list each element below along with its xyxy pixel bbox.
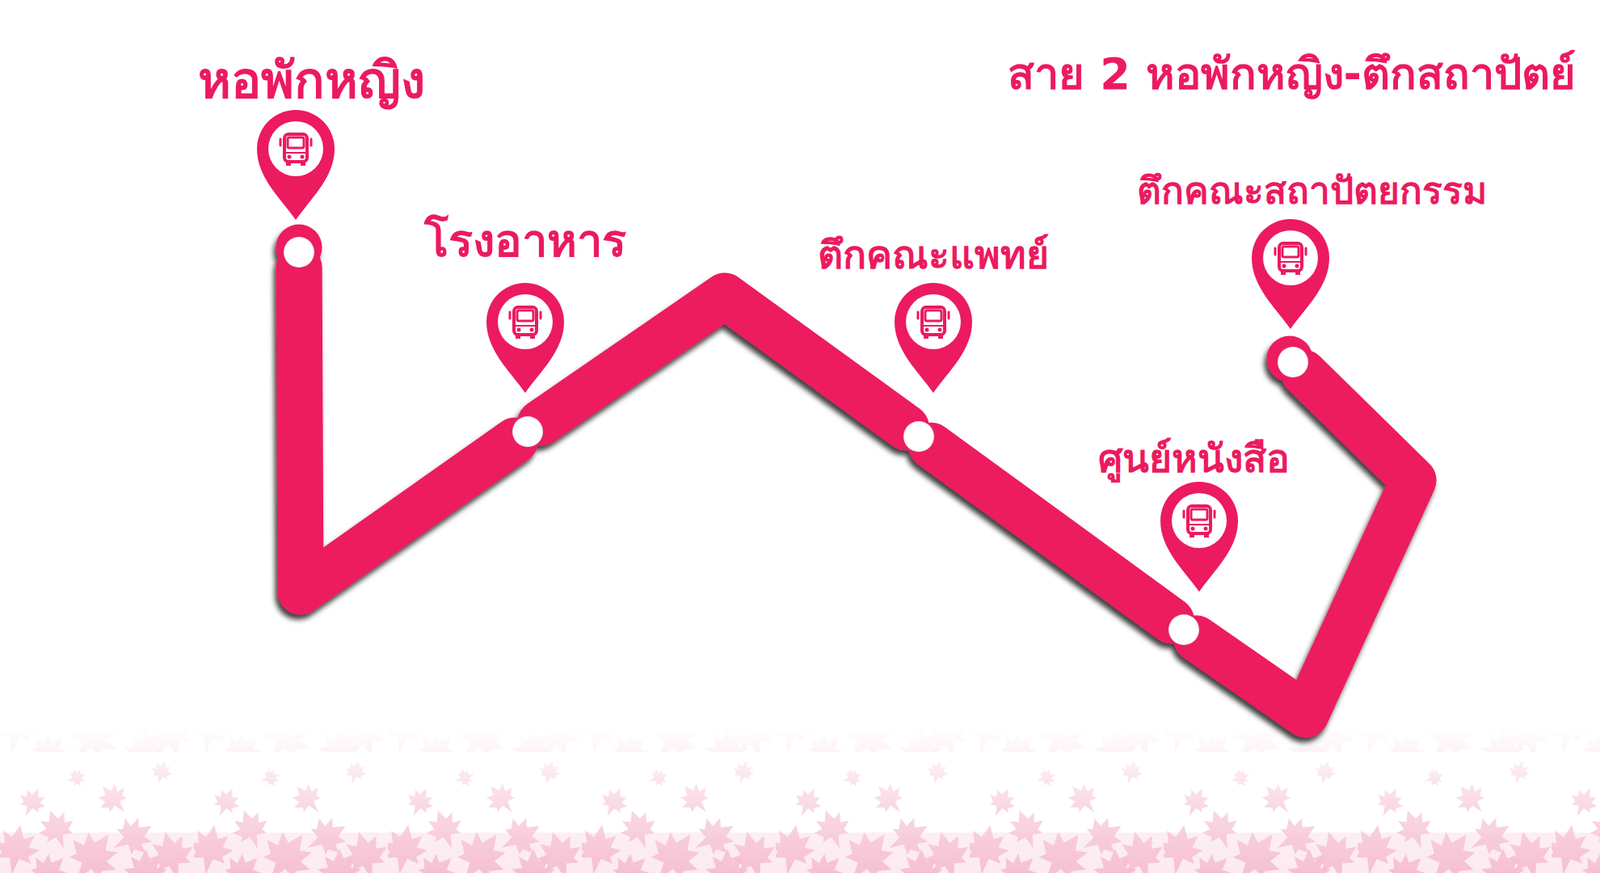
bus-stop-pin — [892, 281, 974, 395]
bus-stop: ตึกคณะแพทย์ — [903, 421, 935, 452]
stop-name: ตึกคณะแพทย์ — [817, 231, 1049, 279]
stop-name: ตึกคณะสถาปัตยกรรม — [1136, 168, 1487, 214]
bus-stop-pin — [1250, 217, 1331, 331]
route-segment — [540, 295, 907, 428]
bus-stop-pin — [255, 108, 337, 222]
bus-stop: หอพักหญิง — [283, 236, 315, 268]
route-title: สาย 2 หอพักหญิง-ตึกสถาปัตย์ — [1007, 48, 1576, 102]
stop-name: หอพักหญิง — [197, 50, 426, 111]
bus-stop: โรงอาหาร — [512, 416, 544, 447]
bus-stop-pin — [484, 281, 566, 395]
bus-stop: ตึกคณะสถาปัตยกรรม — [1277, 346, 1309, 378]
bus-stop-pin — [1158, 480, 1240, 594]
stop-name: โรงอาหาร — [424, 213, 627, 268]
stop-name: ศูนย์หนังสือ — [1098, 435, 1290, 483]
bus-stop: ศูนย์หนังสือ — [1168, 614, 1200, 645]
route-segment — [298, 267, 515, 592]
